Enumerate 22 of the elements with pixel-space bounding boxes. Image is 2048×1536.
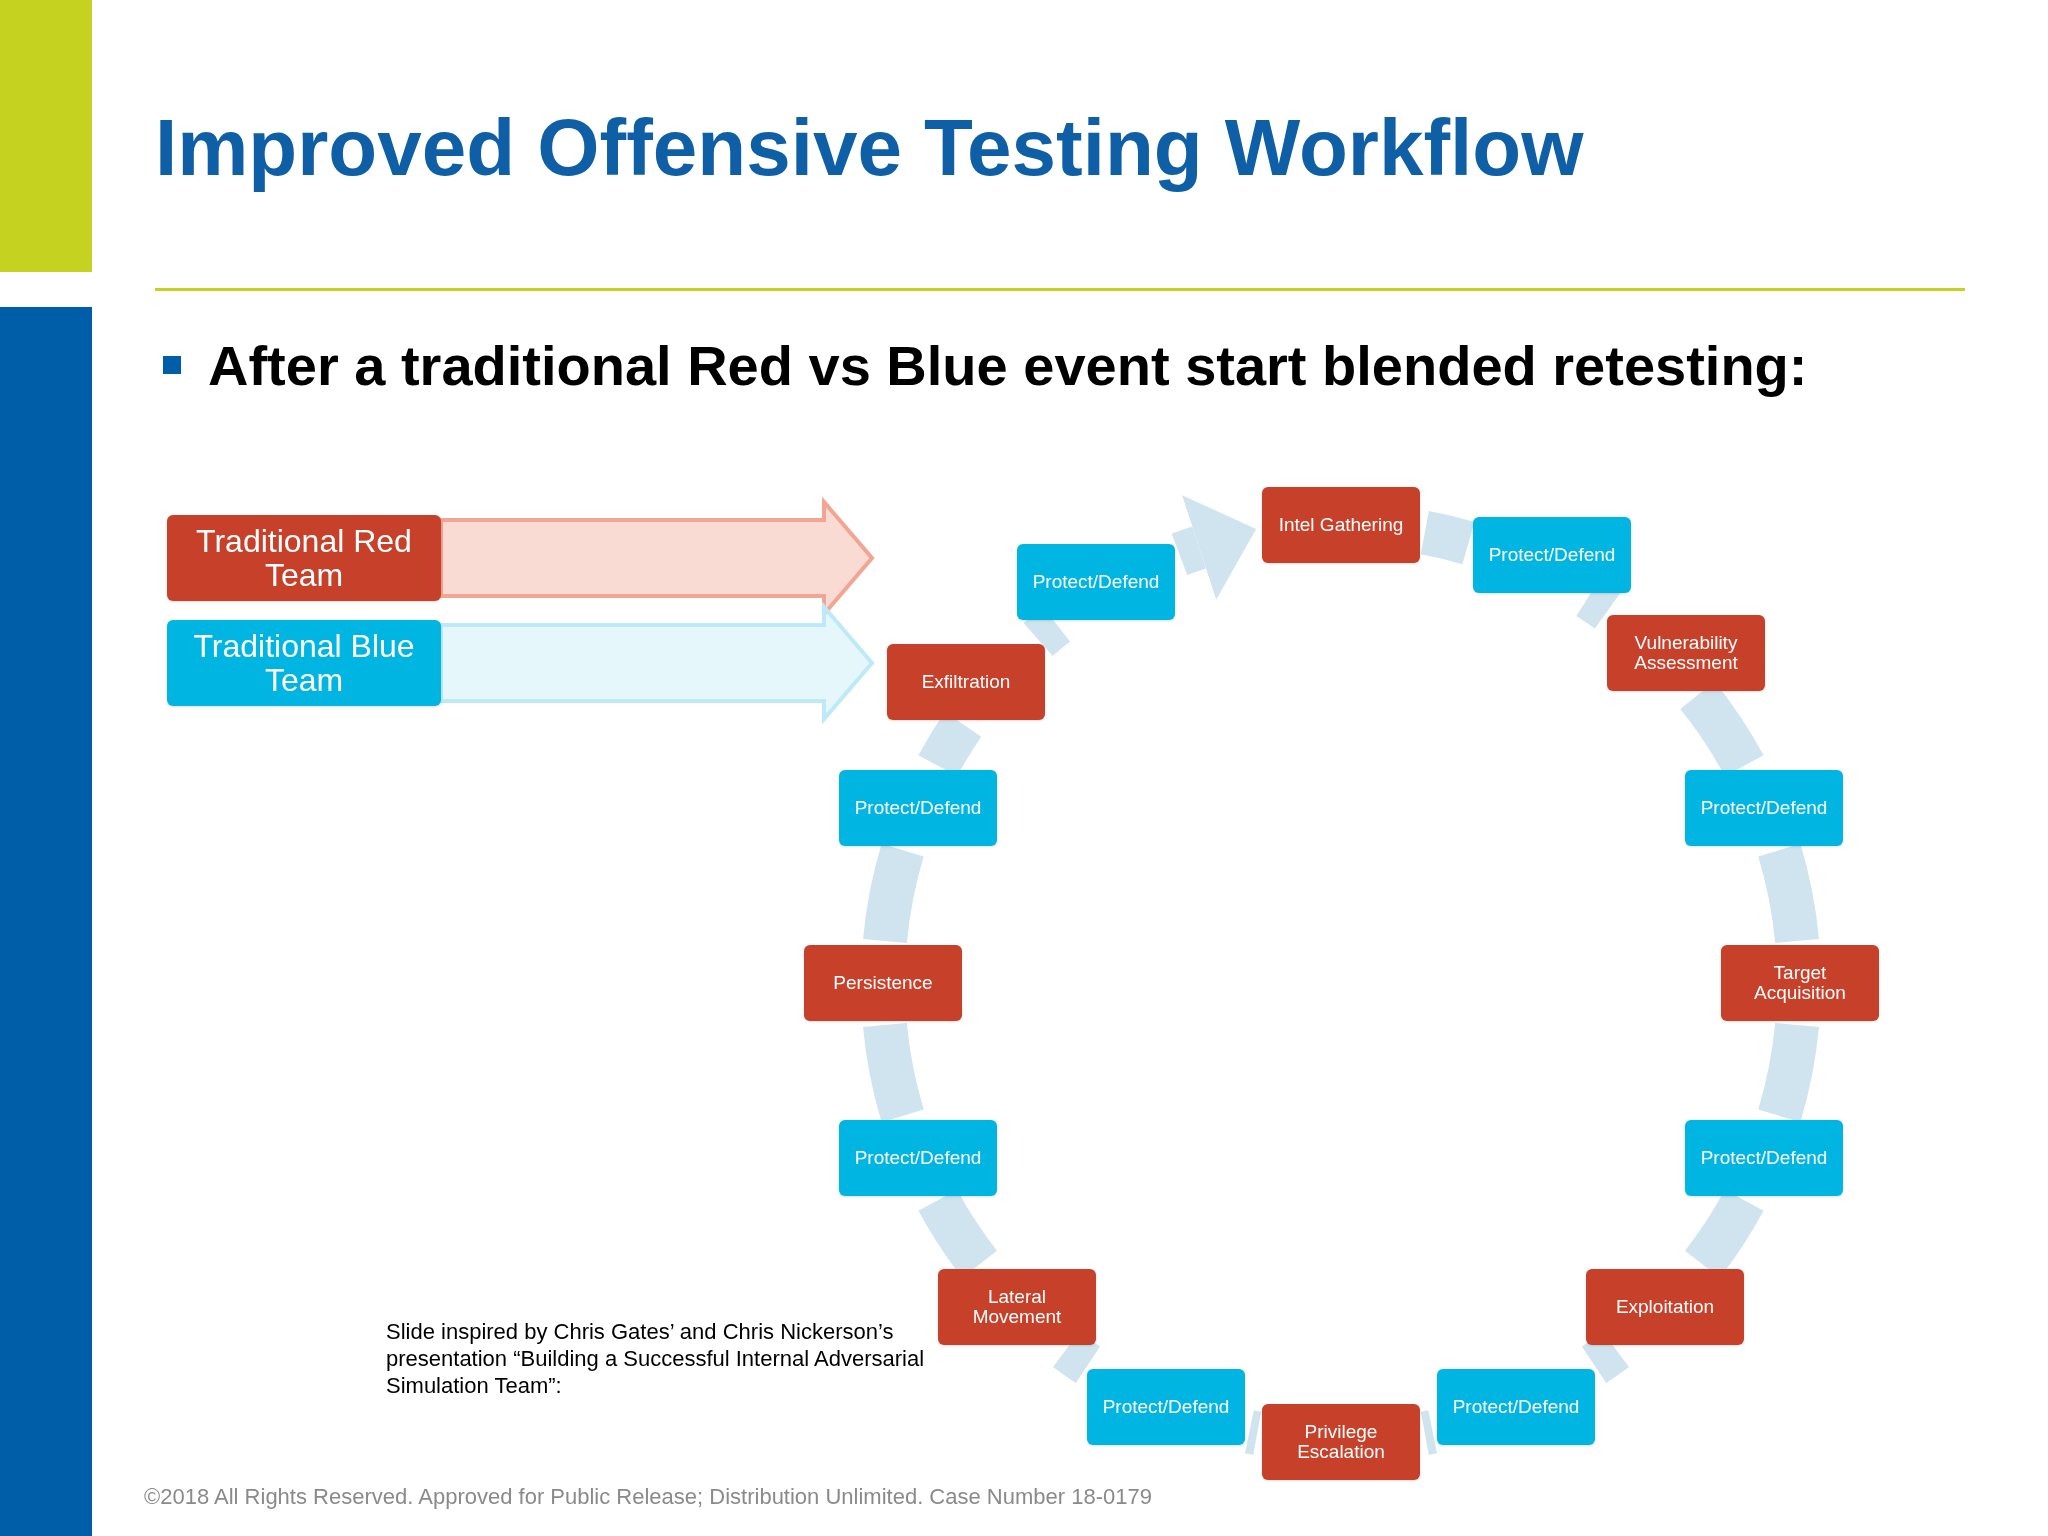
footer-text: ©2018 All Rights Reserved. Approved for Public Release; Distribution Unlimited. Case Number 18-0179: [144, 1486, 1152, 1508]
attack-phase-box: Vulnerability Assessment: [1607, 615, 1765, 691]
defense-box: Protect/Defend: [839, 770, 997, 846]
note-text: Slide inspired by Chris Gates’ and Chris Nickerson’s presentation “Building a Successful Internal Adversarial Simulation Team”:: [386, 1318, 926, 1399]
attack-phase-box: Privilege Escalation: [1262, 1404, 1420, 1480]
defense-box: Protect/Defend: [1685, 1120, 1843, 1196]
attack-phase-box: Intel Gathering: [1262, 487, 1420, 563]
cycle-arrow: [1171, 495, 1257, 600]
defense-box: Protect/Defend: [1017, 544, 1175, 620]
block-arrow: [439, 601, 875, 725]
attack-phase-box: Persistence: [804, 945, 962, 1021]
defense-box: Traditional Blue Team: [167, 620, 441, 706]
attack-phase-box: Traditional Red Team: [167, 515, 441, 601]
attack-phase-box: Exfiltration: [887, 644, 1045, 720]
defense-box: Protect/Defend: [1473, 517, 1631, 593]
defense-box: Protect/Defend: [1685, 770, 1843, 846]
defense-box: Protect/Defend: [1437, 1369, 1595, 1445]
attack-phase-box: Target Acquisition: [1721, 945, 1879, 1021]
attack-phase-box: Lateral Movement: [938, 1269, 1096, 1345]
attack-phase-box: Exploitation: [1586, 1269, 1744, 1345]
defense-box: Protect/Defend: [839, 1120, 997, 1196]
defense-box: Protect/Defend: [1087, 1369, 1245, 1445]
